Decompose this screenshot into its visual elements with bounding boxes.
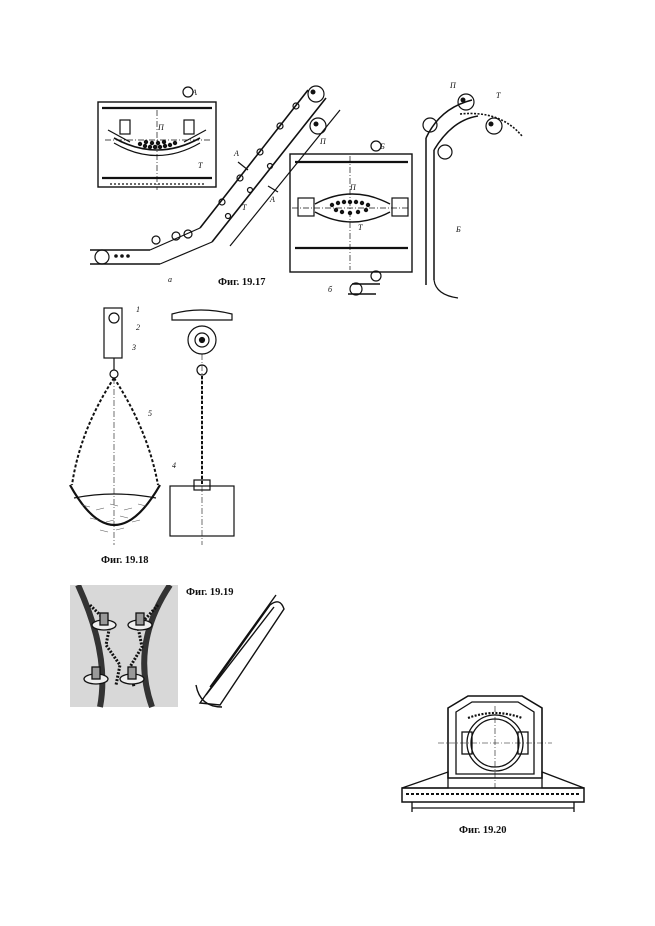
callout-5: 5 (148, 409, 152, 418)
view-marker-b (370, 140, 382, 152)
figure-19-17: А Б П Т П П Т П Т Т А А Б а б (80, 80, 540, 305)
caption-19-19: Фиг. 19.19 (186, 587, 234, 598)
figure-19-19 (70, 585, 290, 710)
trolley-housing (103, 307, 123, 359)
bucket-side (169, 485, 235, 537)
inclined-conveyor (90, 85, 341, 265)
callout-1: 1 (136, 305, 140, 314)
figure-19-18: 1 2 3 4 5 (60, 300, 250, 550)
belt-profile (195, 594, 285, 708)
base-frame (401, 787, 585, 803)
callout-3: 3 (131, 343, 136, 352)
label-t-vertical: Т (496, 91, 501, 100)
callout-2: 2 (136, 323, 140, 332)
view-marker-a (182, 86, 194, 98)
section-a-upper: А (233, 149, 239, 158)
tube-conveyor-drawing (401, 695, 585, 812)
cross-section-a (97, 101, 217, 190)
section-b-label: Б (455, 225, 461, 234)
conveyor-drawing: А Б П Т П П Т П Т Т А А Б а б (90, 81, 523, 299)
cross-section-b (289, 153, 413, 273)
label-t-incline: Т (242, 203, 247, 212)
material-load-b (329, 199, 371, 216)
vertical-conveyor (348, 93, 523, 299)
bucket-hoist-drawing: 1 2 3 4 5 (69, 305, 235, 545)
chain-left (71, 377, 115, 486)
caption-19-17: Фиг. 19.17 (218, 277, 266, 288)
bucket (69, 484, 161, 526)
zipper-conveyor-drawing (70, 585, 285, 709)
section-a-lower: А (269, 195, 275, 204)
label-view-a: А (191, 88, 197, 97)
label-p-incline: П (319, 137, 327, 146)
callout-4: 4 (172, 461, 176, 470)
label-p-a: П (157, 123, 165, 132)
caption-19-18: Фиг. 19.18 (101, 555, 149, 566)
label-view-b: Б (379, 142, 385, 151)
bulk-material (81, 503, 147, 533)
label-sub-b: б (328, 285, 333, 294)
chain-right (113, 377, 159, 486)
material-load-a (137, 139, 178, 150)
figure-19-20 (398, 688, 588, 823)
caption-19-20: Фиг. 19.20 (459, 825, 507, 836)
label-p-b: П (349, 183, 357, 192)
label-sub-a: а (168, 275, 172, 284)
label-t-b: Т (358, 223, 363, 232)
label-p-vertical: П (449, 81, 457, 90)
label-t-a: Т (198, 161, 203, 170)
